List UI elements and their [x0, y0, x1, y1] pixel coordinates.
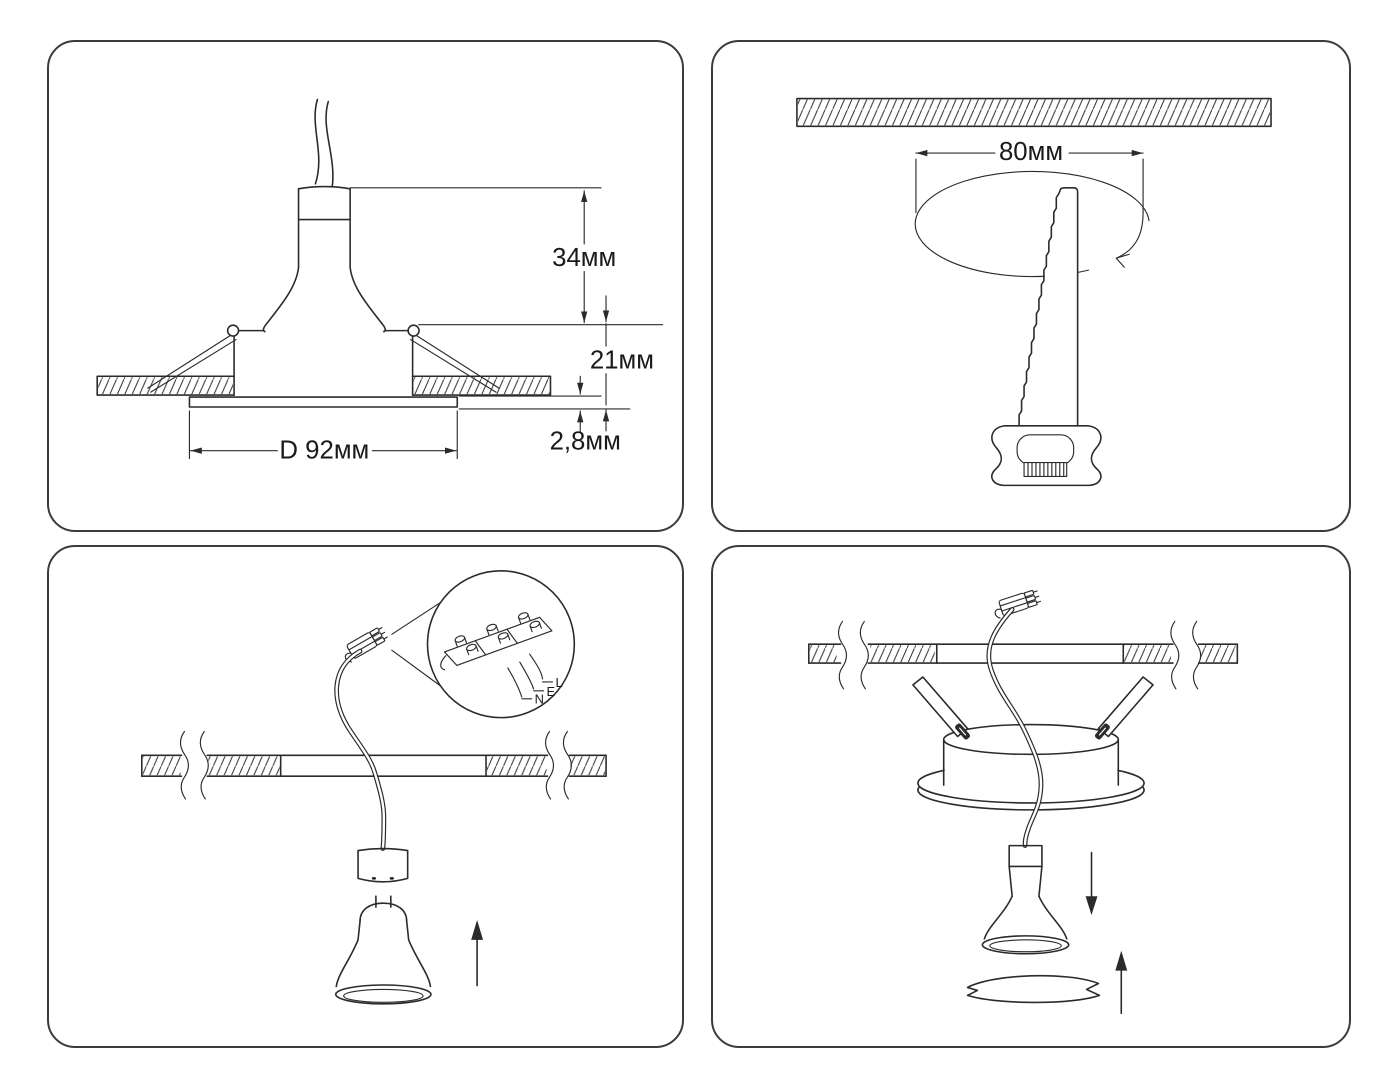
gu10-bulb — [334, 895, 432, 1005]
magnifier-callout: L E N — [391, 570, 576, 719]
terminal-wires — [507, 653, 544, 698]
lamp-holder — [357, 847, 409, 883]
wiring-drawing: L E N — [140, 570, 607, 1005]
mounting-can — [233, 329, 414, 396]
label-neutral-wire: N — [535, 692, 544, 707]
dimension-lines: 34мм 21мм 2,8мм D 92мм — [188, 187, 664, 465]
rotation-arrowhead-icon — [1115, 253, 1130, 268]
wire-label-leaders — [521, 681, 554, 700]
ceiling-section — [796, 97, 1272, 128]
spring-clips — [912, 676, 1154, 740]
up-arrow-icon — [1115, 950, 1128, 1015]
ceiling-section — [96, 375, 552, 396]
label-bg-80mm — [995, 138, 1069, 165]
handle-grip-ridges — [1023, 461, 1068, 478]
hole-diameter-dimension: 80мм — [915, 138, 1144, 214]
terminal-block-detail — [440, 612, 553, 671]
glass-trim-ring — [966, 974, 1101, 1004]
dimension-lamp-height: 34мм — [552, 244, 616, 272]
cut-circle-rotation — [914, 170, 1150, 278]
mounting-drawing — [807, 589, 1239, 1015]
label-bg-34mm — [551, 244, 617, 272]
panel-mounting — [711, 545, 1351, 1048]
supply-wires — [314, 98, 334, 188]
label-bg-21mm — [591, 346, 653, 374]
supply-cable — [334, 648, 387, 851]
dimension-hole-diameter: 80мм — [999, 138, 1063, 166]
label-bg-d92mm — [277, 437, 372, 465]
label-line-wire: L — [555, 675, 562, 690]
spring-clips — [147, 324, 500, 393]
dimension-flange-diameter: D 92мм — [279, 437, 369, 465]
hole-saw-blade — [1018, 187, 1079, 427]
label-earth-wire: E — [547, 684, 556, 699]
break-squiggles — [837, 620, 1202, 690]
ceiling-section — [807, 620, 1239, 690]
down-arrow-icon — [1085, 851, 1098, 916]
panel-wiring: L E N — [47, 545, 684, 1048]
lamp-with-socket — [981, 844, 1070, 955]
panel-fixture-dimensions: 34мм 21мм 2,8мм D 92мм — [47, 40, 684, 532]
ceiling-section — [140, 730, 607, 800]
cable-connector — [994, 589, 1042, 619]
hole-cutting-drawing: 80мм — [796, 97, 1272, 487]
lamp-body — [262, 185, 387, 333]
break-squiggles — [179, 730, 572, 800]
supply-cable — [986, 607, 1044, 848]
fixture-dimensions-drawing: 34мм 21мм 2,8мм D 92мм — [96, 98, 664, 465]
fixture-body — [917, 723, 1145, 811]
dimension-flange-thickness: 2,8мм — [550, 428, 621, 456]
trim-flange — [188, 396, 459, 408]
hole-saw-handle — [991, 425, 1102, 487]
dimension-recess-depth: 21мм — [590, 346, 654, 374]
panel-hole-cutting: 80мм — [711, 40, 1351, 532]
up-arrow-icon — [471, 920, 484, 987]
